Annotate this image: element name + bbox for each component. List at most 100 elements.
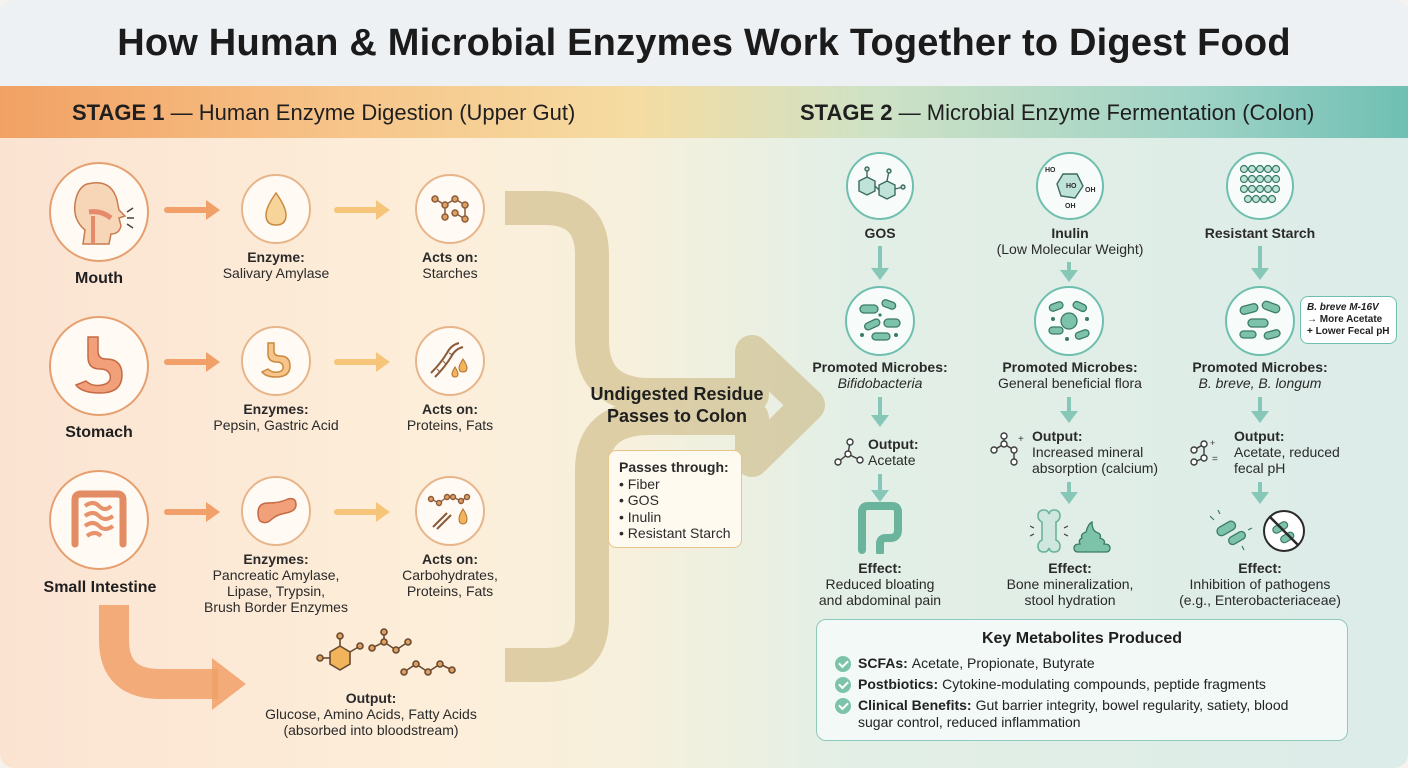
acts-value-stomach: Proteins, Fats bbox=[406, 417, 494, 433]
acts-text-mouth: Acts on: Starches bbox=[370, 249, 530, 281]
gos-molecule-icon bbox=[858, 166, 906, 200]
substrate-label-resistant-starch: Resistant Starch bbox=[1204, 225, 1316, 241]
enzyme-circle-intestine bbox=[241, 476, 311, 546]
acts-circle-stomach bbox=[415, 326, 485, 396]
passes-item-fiber: • Fiber bbox=[619, 475, 660, 492]
stage1-label: STAGE 1 bbox=[72, 100, 165, 125]
arrow-stomach-acts bbox=[334, 352, 390, 372]
bone-stool-icon bbox=[1030, 509, 1111, 553]
arrow-intestine-enzyme bbox=[164, 502, 220, 522]
inulin-ho-label-1: HO bbox=[1045, 167, 1056, 174]
key-text-clinical-1: Gut barrier integrity, bowel regularity,… bbox=[975, 697, 1289, 713]
colon-icon bbox=[858, 502, 902, 554]
stomach-small-icon bbox=[260, 342, 291, 378]
output-text-resistant-starch: Output: Acetate, reduced fecal pH bbox=[1234, 428, 1354, 476]
organ-label-stomach: Stomach bbox=[65, 424, 133, 441]
enzyme-circle-stomach bbox=[241, 326, 311, 396]
stage1-output-label: Output: bbox=[345, 690, 397, 706]
enzyme-text-stomach: Enzymes: Pepsin, Gastric Acid bbox=[196, 401, 356, 433]
acts-label-intestine: Acts on: bbox=[422, 551, 478, 567]
bifido-icon bbox=[1239, 300, 1281, 340]
effect-value-inulin-1: Bone mineralization, bbox=[1006, 576, 1134, 592]
key-metabolites-box: Key Metabolites Produced SCFAs:Acetate, … bbox=[816, 619, 1348, 741]
arrow-starch-output bbox=[1251, 397, 1269, 423]
microbes-label-gos: Promoted Microbes: bbox=[812, 359, 948, 375]
substrate-label-gos: GOS bbox=[864, 225, 896, 241]
pathogen-inhibition-icon bbox=[1210, 509, 1305, 552]
substrate-text-gos: GOS bbox=[800, 225, 960, 241]
enzyme-circle-mouth bbox=[241, 174, 311, 244]
output-label-inulin: Output: bbox=[1032, 428, 1083, 444]
effect-label-inulin: Effect: bbox=[1048, 560, 1092, 576]
microbes-text-inulin: Promoted Microbes: General beneficial fl… bbox=[975, 359, 1165, 391]
callout-line2: → More Acetate bbox=[1307, 314, 1383, 325]
effect-label-gos: Effect: bbox=[858, 560, 902, 576]
callout-strain: B. breve M-16V bbox=[1307, 302, 1379, 313]
acts-text-intestine: Acts on: Carbohydrates, Proteins, Fats bbox=[370, 551, 530, 599]
arrow-mouth-acts bbox=[334, 200, 390, 220]
stage1-output-line-2: (absorbed into bloodstream) bbox=[283, 722, 459, 738]
arrow-inulin-output bbox=[1060, 397, 1078, 423]
stage2-title-text: — Microbial Enzyme Fermentation (Colon) bbox=[898, 100, 1315, 125]
acts-value-intestine-2: Proteins, Fats bbox=[406, 583, 494, 599]
enzyme-text-intestine: Enzymes: Pancreatic Amylase, Lipase, Try… bbox=[186, 551, 366, 615]
stomach-icon bbox=[74, 336, 123, 394]
svg-text:+: + bbox=[1210, 438, 1215, 448]
svg-text:+: + bbox=[1018, 434, 1024, 445]
enzyme-value-mouth: Salivary Amylase bbox=[222, 265, 330, 281]
enzyme-label-stomach: Enzymes: bbox=[243, 401, 309, 417]
output-molecules-icon bbox=[316, 628, 456, 676]
arrow-inulin-effect bbox=[1060, 482, 1078, 504]
check-icon bbox=[835, 656, 851, 672]
key-label-scfas: SCFAs: bbox=[858, 655, 908, 671]
passes-item-resistant-starch: • Resistant Starch bbox=[619, 525, 731, 541]
small-intestine-circle bbox=[49, 470, 149, 570]
key-label-clinical: Clinical Benefits: bbox=[858, 697, 972, 713]
enzyme-value-intestine-1: Pancreatic Amylase, bbox=[212, 567, 340, 583]
acts-label-stomach: Acts on: bbox=[422, 401, 478, 417]
effect-value-gos-1: Reduced bloating bbox=[825, 576, 935, 592]
stage-header-band bbox=[0, 86, 1408, 138]
arrow-mouth-enzyme bbox=[164, 200, 220, 220]
output-value-inulin-1: Increased mineral bbox=[1032, 444, 1144, 460]
mineral-molecule-icon: + bbox=[990, 432, 1024, 466]
substrate-text-resistant-starch: Resistant Starch bbox=[1170, 225, 1350, 241]
effect-label-resistant-starch: Effect: bbox=[1238, 560, 1282, 576]
key-row-scfas: SCFAs:Acetate, Propionate, Butyrate bbox=[835, 655, 1095, 672]
inulin-oh-label-1: OH bbox=[1085, 187, 1096, 194]
organ-label-small-intestine: Small Intestine bbox=[43, 579, 157, 596]
acetate-ph-icon: + = bbox=[1190, 438, 1218, 466]
microbes-value-inulin: General beneficial flora bbox=[998, 375, 1142, 391]
acts-value-intestine-1: Carbohydrates, bbox=[402, 567, 498, 583]
key-row-clinical-benefits: Clinical Benefits:Gut barrier integrity,… bbox=[835, 697, 1288, 731]
effect-text-resistant-starch: Effect: Inhibition of pathogens (e.g., E… bbox=[1160, 560, 1360, 608]
mouth-icon bbox=[73, 182, 134, 245]
substrate-circle-gos bbox=[846, 152, 914, 220]
enzyme-label-intestine: Enzymes: bbox=[243, 551, 309, 567]
arrow-stomach-enzyme bbox=[164, 352, 220, 372]
starch-chain-icon bbox=[1239, 164, 1281, 204]
effect-value-gos-2: and abdominal pain bbox=[818, 592, 942, 608]
acts-circle-intestine bbox=[415, 476, 485, 546]
substrate-text-inulin: Inulin (Low Molecular Weight) bbox=[980, 225, 1160, 257]
stomach-circle bbox=[49, 316, 149, 416]
microbes-text-gos: Promoted Microbes: Bifidobacteria bbox=[790, 359, 970, 391]
mouth-circle bbox=[49, 162, 149, 262]
acts-value-mouth: Starches bbox=[422, 265, 478, 281]
arrow-gos-output bbox=[871, 397, 889, 427]
effect-value-starch-1: Inhibition of pathogens bbox=[1189, 576, 1331, 592]
passes-through-box: Passes through: • Fiber • GOS • Inulin •… bbox=[608, 450, 742, 548]
inulin-ho-label-2: HO bbox=[1066, 183, 1077, 190]
arrow-inulin-microbes bbox=[1060, 262, 1078, 282]
check-icon bbox=[835, 677, 851, 693]
arrow-gos-effect bbox=[871, 474, 889, 502]
stage1-title: STAGE 1 — Human Enzyme Digestion (Upper … bbox=[72, 100, 575, 126]
acts-label-mouth: Acts on: bbox=[422, 249, 478, 265]
inulin-molecule-icon: HO HO OH OH bbox=[1045, 167, 1096, 210]
substrate-label-inulin: Inulin bbox=[1051, 225, 1089, 241]
stage2-title: STAGE 2 — Microbial Enzyme Fermentation … bbox=[800, 100, 1314, 126]
stage1-output-line-1: Glucose, Amino Acids, Fatty Acids bbox=[265, 706, 477, 722]
microbes-value-gos: Bifidobacteria bbox=[837, 375, 923, 391]
